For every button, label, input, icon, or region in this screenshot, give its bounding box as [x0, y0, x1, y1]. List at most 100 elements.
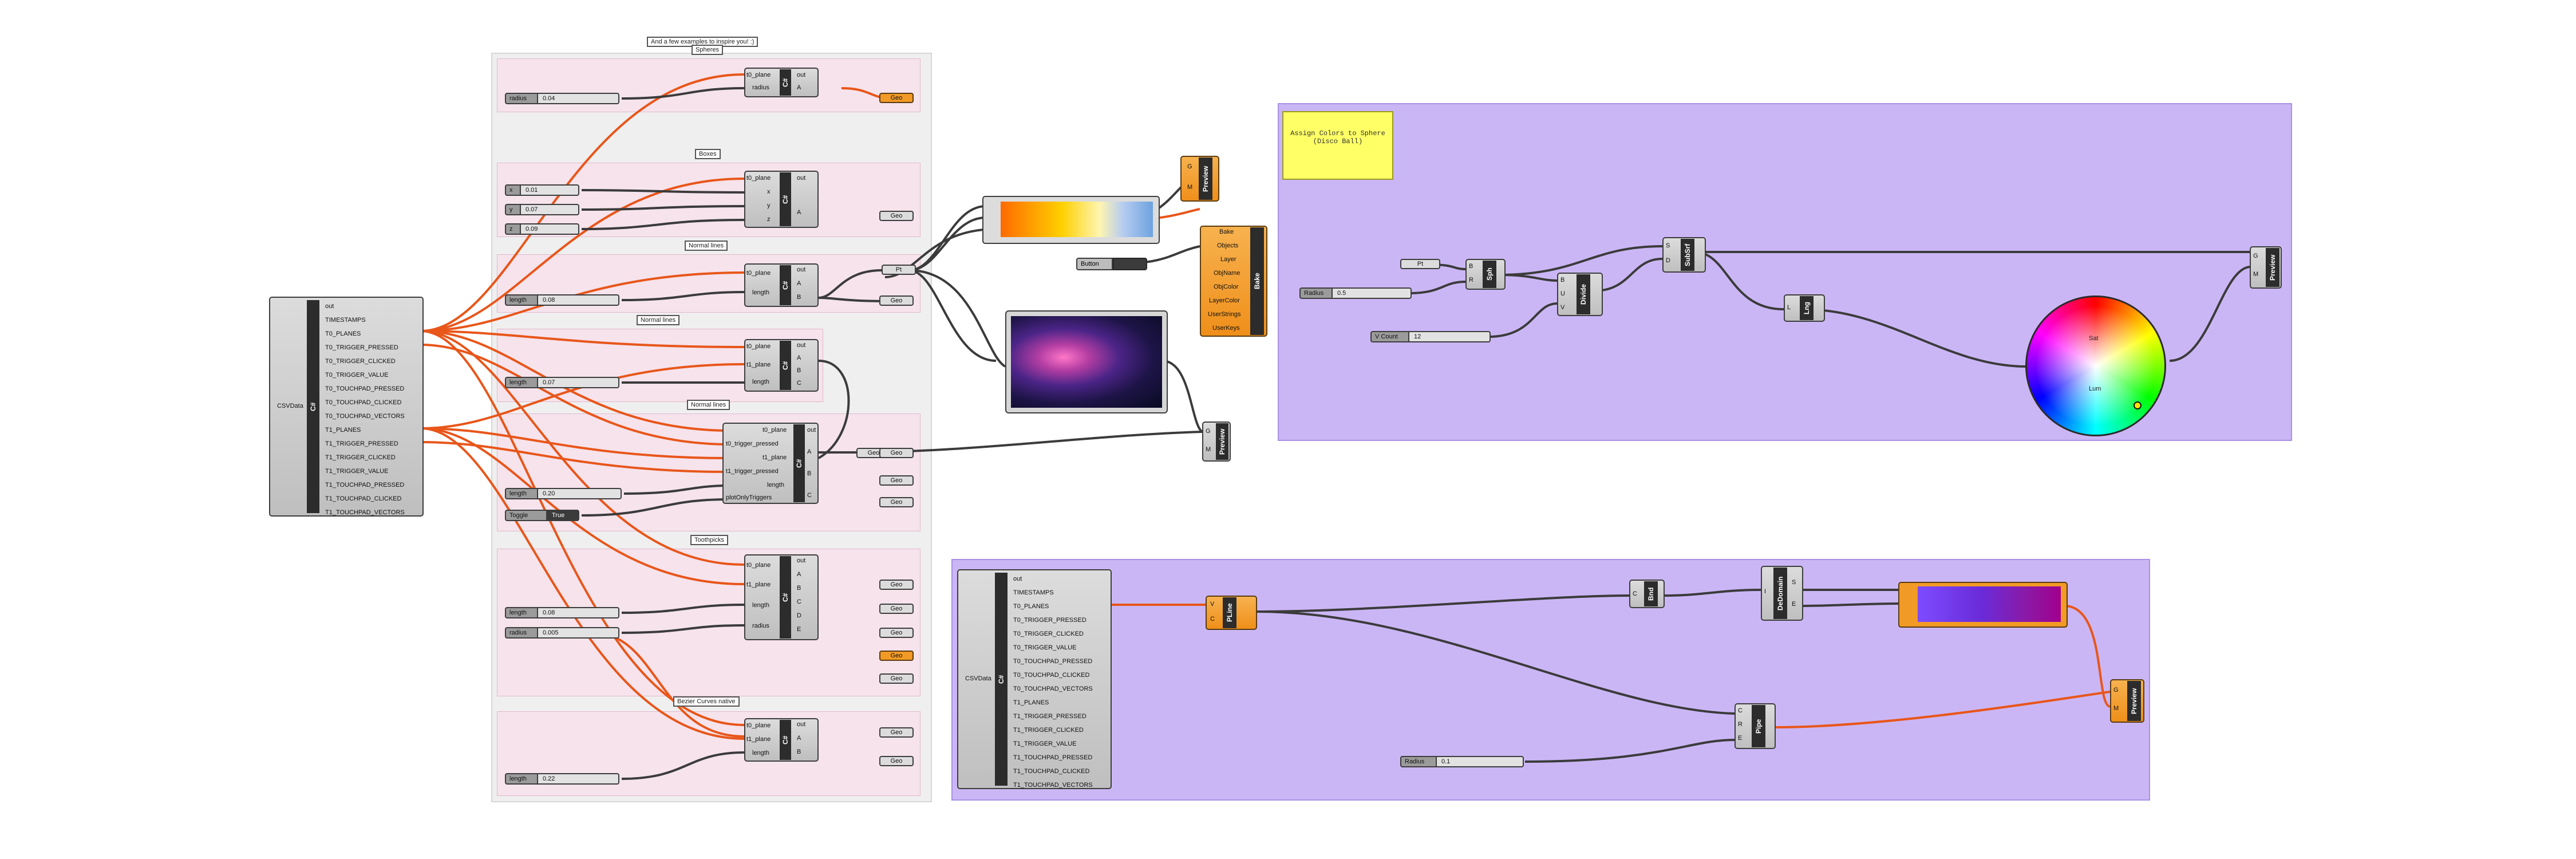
output-port[interactable]: T1_TOUCHPAD_CLICKED [325, 495, 402, 502]
output-port[interactable]: T1_TRIGGER_PRESSED [325, 440, 398, 447]
pt-param[interactable]: Pt [882, 265, 916, 275]
output-port[interactable]: E [797, 626, 801, 633]
input-port[interactable]: V [1560, 304, 1565, 311]
output-port[interactable]: T0_TRIGGER_CLICKED [1013, 631, 1084, 637]
input-port[interactable]: length [767, 482, 784, 488]
output-port[interactable]: T1_TOUCHPAD_VECTORS [325, 509, 405, 516]
gradient-component-top[interactable] [982, 196, 1160, 244]
slider-value[interactable]: 0.07 [537, 377, 619, 388]
input-port[interactable]: M [2253, 271, 2259, 278]
slider-radius-right[interactable]: Radius 0.5 [1299, 287, 1412, 299]
input-port[interactable]: t1_trigger_pressed [726, 468, 779, 475]
input-port[interactable]: L [1787, 304, 1791, 311]
geo-param[interactable]: Geo [879, 211, 914, 221]
input-port[interactable]: M [1206, 446, 1211, 453]
output-port[interactable]: B [807, 470, 812, 477]
toggle-value[interactable]: True [546, 510, 579, 521]
input-port[interactable]: ObjColor [1214, 283, 1239, 290]
input-port[interactable]: UserStrings [1208, 311, 1241, 318]
button-component[interactable]: Button [1076, 258, 1147, 270]
geo-param[interactable]: Geo [879, 756, 914, 766]
slider-length-tp[interactable]: length 0.08 [505, 607, 619, 618]
output-port[interactable]: T0_TOUCHPAD_CLICKED [1013, 672, 1090, 679]
slider-length-bz[interactable]: length 0.22 [505, 773, 619, 785]
csvdata-component-2[interactable]: CSVData C# out TIMESTAMPS T0_PLANES T0_T… [957, 569, 1112, 789]
preview-component-top[interactable]: G M Preview [1180, 156, 1219, 202]
slider-value[interactable]: 0.1 [1436, 756, 1524, 767]
bounds-component[interactable]: C Bnd [1629, 580, 1665, 608]
length-component[interactable]: L Lng [1784, 294, 1825, 322]
slider-x[interactable]: x 0.01 [505, 184, 579, 196]
output-port[interactable]: T1_TOUCHPAD_PRESSED [1013, 754, 1093, 761]
input-port[interactable]: G [1187, 163, 1192, 170]
slider-radius-tp[interactable]: radius 0.005 [505, 627, 619, 639]
output-port[interactable]: out [797, 557, 806, 564]
input-port[interactable]: t0_plane [746, 343, 771, 350]
input-port[interactable]: Bake [1219, 228, 1234, 235]
output-port[interactable]: T0_TRIGGER_VALUE [1013, 644, 1077, 651]
output-port[interactable]: B [797, 367, 801, 374]
slider-length-nl2[interactable]: length 0.07 [505, 377, 619, 388]
pipe-component[interactable]: C R E Pipe [1735, 703, 1776, 749]
input-port[interactable]: z [767, 216, 771, 223]
output-port[interactable]: out [797, 721, 806, 728]
preview-component-mid[interactable]: G M Preview [1202, 421, 1231, 462]
input-port[interactable]: V [1210, 601, 1215, 608]
input-port[interactable]: R [1738, 721, 1743, 728]
output-port[interactable]: out [807, 427, 816, 434]
output-port[interactable]: A [807, 448, 812, 455]
output-port[interactable]: out [797, 266, 806, 273]
slider-value[interactable]: 0.09 [520, 223, 579, 235]
output-port[interactable]: T0_PLANES [1013, 603, 1049, 610]
normal-lines-2-component[interactable]: t0_plane t1_plane length C# out A B C [744, 339, 819, 392]
slider-length-nl1[interactable]: length 0.08 [505, 294, 619, 306]
slider-radius-spheres[interactable]: radius 0.04 [505, 93, 619, 104]
slider-vcount[interactable]: V Count 12 [1370, 331, 1491, 342]
geo-param[interactable]: Geo [879, 475, 914, 486]
geo-param[interactable]: Geo [879, 93, 914, 103]
sphere-component[interactable]: B R Sph [1465, 259, 1506, 290]
output-port[interactable]: C [797, 598, 801, 605]
output-port[interactable]: T0_TOUCHPAD_PRESSED [1013, 658, 1093, 665]
output-port[interactable]: TIMESTAMPS [1013, 589, 1054, 596]
geo-param[interactable]: Geo [879, 580, 914, 590]
output-port[interactable]: out [797, 342, 806, 349]
input-port[interactable]: radius [752, 622, 769, 629]
pt-param-right[interactable]: Pt [1400, 259, 1440, 269]
slider-value[interactable]: 0.22 [537, 773, 619, 785]
output-port[interactable]: T1_PLANES [1013, 699, 1049, 706]
geo-param[interactable]: Geo [879, 448, 914, 458]
output-port[interactable]: out [1013, 576, 1022, 582]
output-port[interactable]: T1_TOUCHPAD_VECTORS [1013, 782, 1093, 789]
spheres-script-component[interactable]: t0_plane radius C# out A [744, 68, 819, 97]
output-port[interactable]: out [797, 175, 806, 182]
input-port[interactable]: G [2253, 253, 2258, 259]
output-port[interactable]: T1_TRIGGER_CLICKED [1013, 727, 1084, 734]
image-viewer-component[interactable] [1005, 310, 1168, 413]
slider-length-nl3[interactable]: length 0.20 [505, 488, 622, 499]
geo-param[interactable]: Geo [879, 628, 914, 638]
normal-lines-1-component[interactable]: t0_plane length C# out A B [744, 263, 819, 307]
input-port[interactable]: UserKeys [1212, 325, 1240, 332]
slider-value[interactable]: 0.07 [520, 204, 579, 215]
output-port[interactable]: A [797, 735, 801, 742]
output-port[interactable]: T1_TRIGGER_CLICKED [325, 454, 396, 461]
output-port[interactable]: T0_TOUCHPAD_PRESSED [325, 385, 405, 392]
input-port[interactable]: length [752, 289, 769, 296]
slider-value[interactable]: 0.20 [537, 488, 622, 499]
output-port[interactable]: A [797, 84, 801, 91]
input-port[interactable]: I [1764, 588, 1767, 595]
output-port[interactable]: T1_TRIGGER_VALUE [325, 468, 389, 475]
input-port[interactable]: t1_plane [762, 454, 787, 461]
output-port[interactable]: D [797, 612, 801, 619]
slider-value[interactable]: 0.005 [537, 627, 619, 639]
input-port[interactable]: t1_plane [746, 736, 771, 743]
slider-value[interactable]: 0.08 [537, 607, 619, 618]
output-port[interactable]: T1_TOUCHPAD_PRESSED [325, 482, 405, 488]
bake-component[interactable]: Bake Objects Layer ObjName ObjColor Laye… [1200, 226, 1267, 337]
output-port[interactable]: E [1792, 601, 1796, 608]
input-port[interactable]: t1_plane [746, 581, 771, 588]
slider-y[interactable]: y 0.07 [505, 204, 579, 215]
output-port[interactable]: T0_TOUCHPAD_VECTORS [325, 413, 405, 420]
output-port[interactable]: A [797, 354, 801, 361]
